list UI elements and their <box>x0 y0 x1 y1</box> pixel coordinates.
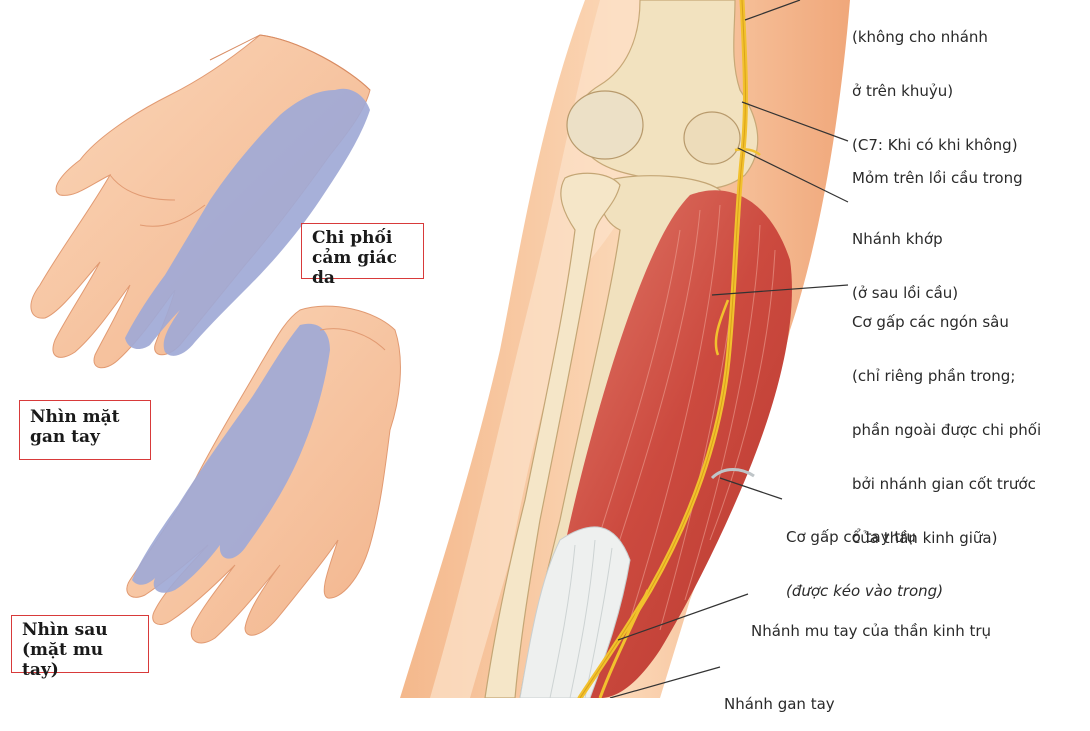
caption-sensory-innervation: Chi phối cảm giác da <box>301 223 424 288</box>
label-flexor-digitorum-profundus: Cơ gấp các ngón sâu (chỉ riêng phần tron… <box>852 313 1042 547</box>
caption-dorsal-view: Nhìn sau (mặt mu tay) <box>11 615 149 680</box>
palmar-hand <box>30 34 371 369</box>
sensory-area-palmar <box>125 88 370 356</box>
label-palmar-branch: Nhánh gan tay <box>724 695 835 713</box>
dorsal-hand <box>126 305 401 644</box>
label-flexor-carpi-ulnaris: Cơ gấp cổ tay trụ (được kéo vào trong) <box>786 528 944 600</box>
caption-palmar-view: Nhìn mặt gan tay <box>19 400 151 460</box>
anatomy-illustration <box>30 0 850 698</box>
label-articular-branch: Nhánh khớp (ở sau lồi cầu) <box>852 230 959 302</box>
label-dorsal-branch: Nhánh mu tay của thần kinh trụ <box>751 622 992 640</box>
sensory-area-dorsal <box>132 323 330 593</box>
label-medial-epicondyle: Mỏm trên lồi cầu trong <box>852 169 1023 187</box>
label-top-note: (không cho nhánh ở trên khuỷu) (C7: Khi … <box>852 28 1018 154</box>
radius <box>484 172 621 698</box>
